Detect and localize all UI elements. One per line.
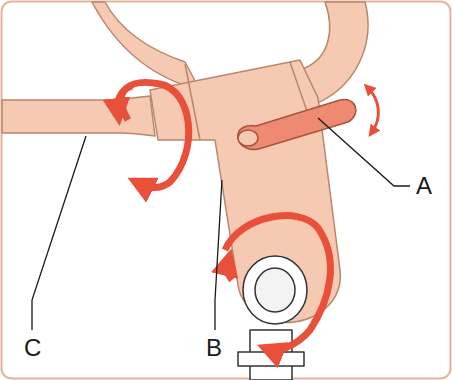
part-label: A: [416, 174, 432, 198]
steerer-cap: [243, 256, 307, 324]
leader-line: [32, 136, 86, 330]
lever-pivot: [238, 130, 258, 146]
leader-line: [318, 118, 410, 186]
leader-line: [215, 180, 222, 330]
steerer-cap-inner: [255, 268, 295, 312]
rotation-arrow: [118, 86, 132, 112]
rotation-arrow: [121, 83, 189, 188]
part-label: C: [24, 336, 41, 360]
handlebar-back: [92, 2, 200, 90]
rotation-arrow: [227, 262, 232, 280]
part-label: B: [206, 336, 222, 360]
lever-arrow: [368, 88, 378, 132]
steerer-ring: [238, 352, 304, 366]
handlebar: [2, 96, 155, 136]
quick-release-lever: [238, 99, 356, 149]
rotation-arrow: [225, 216, 330, 351]
